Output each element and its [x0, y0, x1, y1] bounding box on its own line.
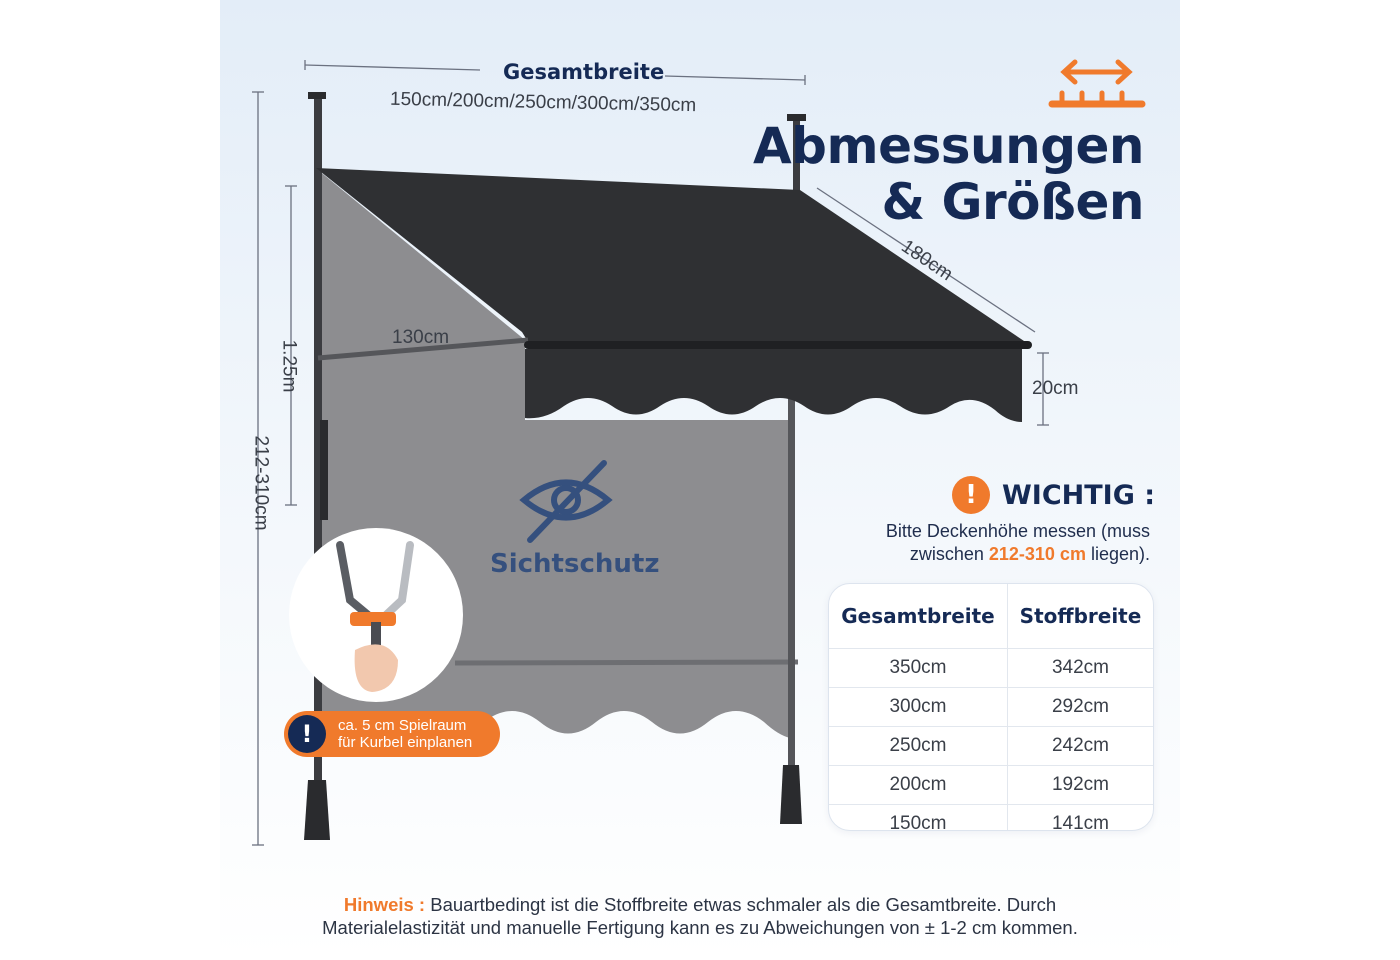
footer-line-1: Hinweis : Bauartbedingt ist die Stoffbre… — [220, 893, 1180, 916]
table-cell: 300cm — [829, 687, 1008, 727]
arm-label: 130cm — [392, 327, 450, 348]
table-cell: 192cm — [1007, 765, 1153, 805]
important-text: Bitte Deckenhöhe messen (muss zwischen 2… — [886, 520, 1150, 566]
important-label: WICHTIG : — [1002, 479, 1156, 511]
crank-note-text: ca. 5 cm Spielraum für Kurbel einplanen — [338, 717, 472, 751]
table-cell: 141cm — [1007, 804, 1153, 830]
crank-note-line-1: ca. 5 cm Spielraum — [338, 717, 467, 734]
column-header-total-width: Gesamtbreite — [829, 584, 1008, 649]
right-pole — [780, 114, 806, 824]
note-warning-icon: ! — [288, 715, 326, 753]
table-cell: 350cm — [829, 648, 1008, 688]
important-line-2-suffix: liegen). — [1085, 544, 1150, 564]
awning-arm — [317, 337, 529, 361]
crank-note: ! ca. 5 cm Spielraum für Kurbel einplane… — [284, 711, 500, 757]
footer-label: Hinweis : — [343, 894, 426, 915]
important-height-range: 212-310 cm — [988, 544, 1086, 564]
table-header-row: Gesamtbreite Stoffbreite — [829, 584, 1153, 649]
table-cell: 150cm — [829, 804, 1008, 830]
important-line-2-prefix: zwischen — [909, 544, 989, 564]
table-cell: 292cm — [1007, 687, 1153, 727]
table-cell: 200cm — [829, 765, 1008, 805]
footer-line-2: Materialelastizität und manuelle Fertigu… — [322, 917, 1078, 938]
crank-handle-icon — [289, 528, 463, 702]
awning-roof — [316, 168, 1030, 345]
awning-valance — [525, 349, 1022, 422]
important-line-1: Bitte Deckenhöhe messen (muss — [885, 521, 1150, 541]
crank-note-line-2: für Kurbel einplanen — [338, 734, 473, 751]
title-line-2: & Größen — [881, 173, 1144, 231]
dimension-lines — [252, 60, 1049, 846]
eye-crossed-icon — [519, 460, 613, 543]
width-arrows-icon — [1048, 59, 1146, 108]
column-header-fabric-width: Stoffbreite — [1019, 604, 1142, 628]
table-cell: 250cm — [829, 726, 1008, 766]
crank-height-label: 1.25m — [278, 339, 300, 393]
privacy-label: Sichtschutz — [490, 549, 660, 579]
table-cell: 242cm — [1007, 726, 1153, 766]
left-pole — [304, 92, 330, 840]
footer-text-1: Bauartbedingt ist die Stoffbreite etwas … — [425, 894, 1057, 915]
table-cell: 342cm — [1007, 648, 1153, 688]
screen-bottom-bar — [454, 659, 799, 666]
footer-note: Hinweis : Bauartbedingt ist die Stoffbre… — [220, 893, 1180, 939]
important-heading: ! WICHTIG : — [952, 475, 1155, 515]
valance-label: 20cm — [1032, 378, 1079, 399]
total-height-label: 212-310cm — [250, 435, 272, 531]
front-bar — [524, 341, 1032, 349]
title-line-1: Abmessungen — [752, 117, 1145, 175]
page-title: Abmessungen & Größen — [752, 117, 1145, 231]
warning-icon: ! — [952, 476, 990, 514]
important-line-2: zwischen 212-310 cm liegen). — [886, 543, 1150, 566]
total-width-label: Gesamtbreite — [503, 60, 665, 84]
